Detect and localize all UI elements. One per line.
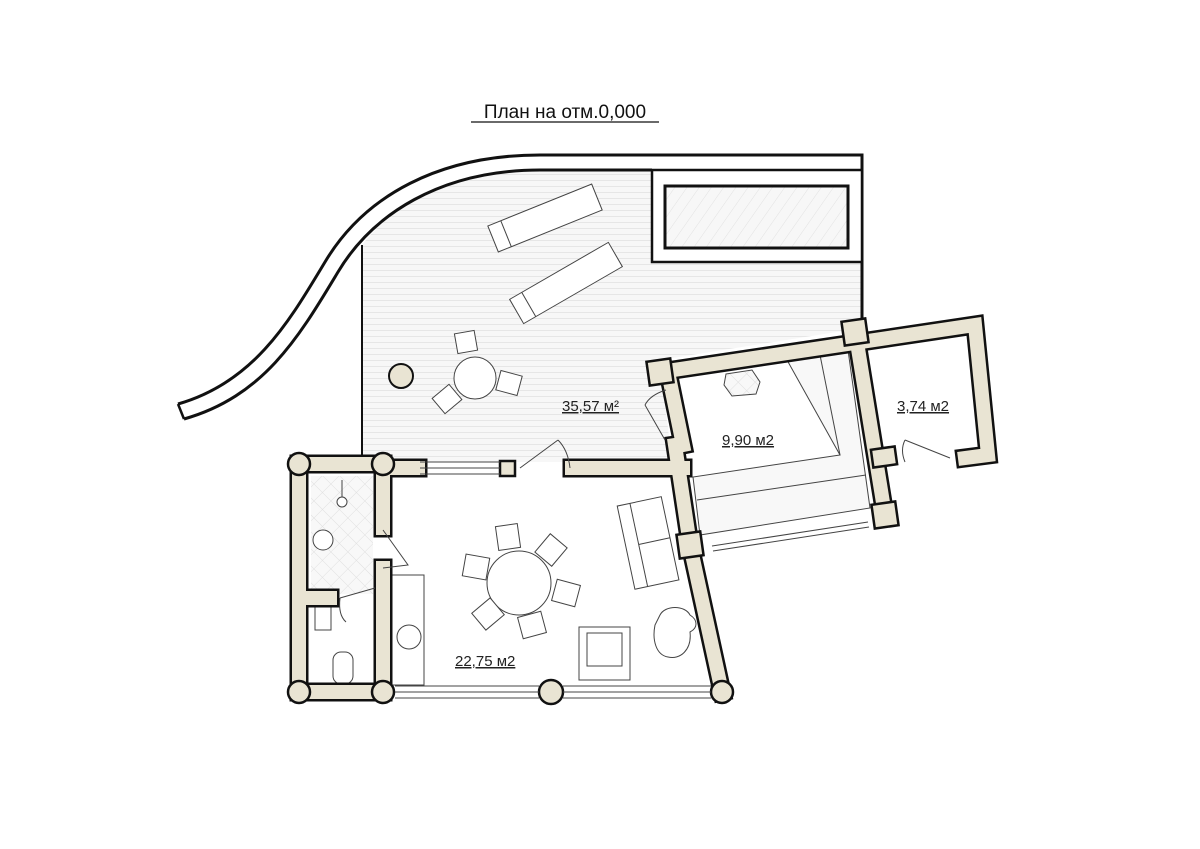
sun-lounger bbox=[487, 183, 603, 253]
dining-set bbox=[461, 523, 582, 640]
armchair bbox=[578, 626, 631, 681]
bath-sink bbox=[314, 605, 332, 631]
sauna-stove bbox=[723, 369, 761, 397]
washbasin bbox=[312, 529, 334, 551]
sauna-area-label: 9,90 м2 bbox=[722, 432, 774, 449]
walls bbox=[286, 314, 999, 706]
terrace-table-set bbox=[431, 329, 523, 415]
windows bbox=[395, 461, 870, 699]
side-chair bbox=[653, 607, 697, 659]
column bbox=[537, 678, 565, 706]
living-room-area-label: 22,75 м2 bbox=[455, 653, 515, 670]
toilet bbox=[332, 651, 354, 685]
sun-lounger bbox=[508, 241, 624, 325]
curved-path-inner bbox=[183, 168, 652, 421]
small-room-area-label: 3,74 м2 bbox=[897, 398, 949, 415]
kitchen-counter bbox=[391, 574, 425, 686]
curved-path-outer bbox=[177, 153, 864, 406]
plan-title: План на отм.0,000 bbox=[471, 102, 659, 123]
doors bbox=[339, 389, 951, 623]
plan-title-text: План на отм.0,000 bbox=[484, 102, 646, 123]
pool bbox=[650, 168, 864, 264]
shower-head bbox=[336, 480, 348, 508]
sofa bbox=[616, 496, 680, 590]
sauna-benches bbox=[692, 349, 871, 536]
round-planter bbox=[388, 363, 414, 389]
post bbox=[498, 459, 517, 478]
terrace-area-label: 35,57 м² bbox=[562, 398, 619, 415]
log-crosses bbox=[645, 317, 900, 560]
